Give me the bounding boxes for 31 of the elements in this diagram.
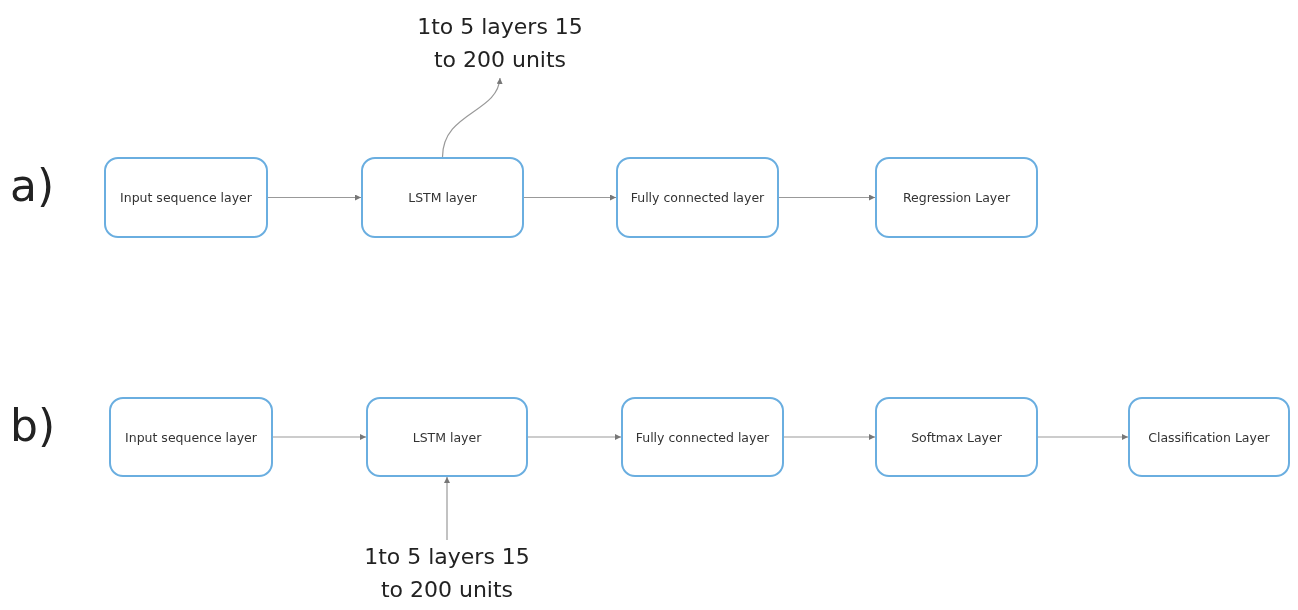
arrow <box>523 194 617 201</box>
arrow <box>272 434 367 440</box>
arrow <box>267 194 362 201</box>
layer-label: Regression Layer <box>902 190 1011 205</box>
layer-box <box>104 157 268 238</box>
layer-label: Softmax Layer <box>911 429 1002 445</box>
layer-box <box>616 157 779 238</box>
arrow <box>783 434 876 440</box>
layer-box <box>875 397 1038 477</box>
layer-label: Input sequence layer <box>125 429 257 445</box>
layer-label: Fully connected layer <box>635 429 770 445</box>
layer-box <box>875 157 1038 238</box>
layer-box <box>1128 397 1290 477</box>
layer-label: Classification Layer <box>1148 429 1270 445</box>
panel-label: b) <box>10 400 56 451</box>
layer-label: Input sequence layer <box>120 190 252 205</box>
arrow <box>1037 434 1129 440</box>
annotation-text: 1to 5 layers 15 to 200 units <box>410 10 590 78</box>
panel-label: a) <box>10 160 55 211</box>
layer-box <box>109 397 273 477</box>
layer-box <box>621 397 784 477</box>
annotation-text: 1to 5 layers 15 to 200 units <box>357 540 537 608</box>
leader-line <box>441 77 502 158</box>
layer-label: LSTM layer <box>408 190 477 205</box>
layer-label: Fully connected layer <box>630 190 765 205</box>
layer-box <box>361 157 524 238</box>
layer-label: LSTM layer <box>412 429 482 445</box>
arrow <box>778 194 876 201</box>
arrow <box>527 434 622 440</box>
layer-box <box>366 397 528 477</box>
leader-line <box>444 476 450 541</box>
